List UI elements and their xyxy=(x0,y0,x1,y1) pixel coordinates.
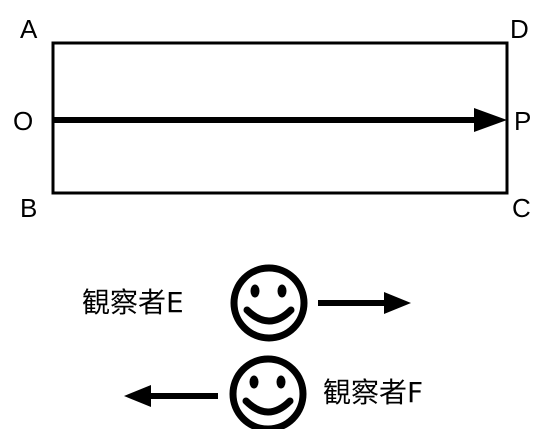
observer-e-label: 観察者E xyxy=(82,286,184,319)
arrow-o-to-p xyxy=(53,108,507,132)
observer-f-label: 観察者F xyxy=(323,376,423,409)
arrow-right-icon xyxy=(318,292,411,314)
observer-e: 観察者E xyxy=(82,264,411,342)
label-a: A xyxy=(20,14,38,44)
arrow-left-icon xyxy=(124,385,218,407)
smiley-face-icon xyxy=(229,355,307,429)
label-p: P xyxy=(514,106,531,136)
label-b: B xyxy=(20,193,37,223)
label-d: D xyxy=(510,14,529,44)
arrow-head-icon xyxy=(474,108,507,132)
observer-f: 観察者F xyxy=(124,355,423,429)
smiley-face-icon xyxy=(230,264,308,342)
label-c: C xyxy=(512,193,531,223)
label-o: O xyxy=(13,106,33,136)
